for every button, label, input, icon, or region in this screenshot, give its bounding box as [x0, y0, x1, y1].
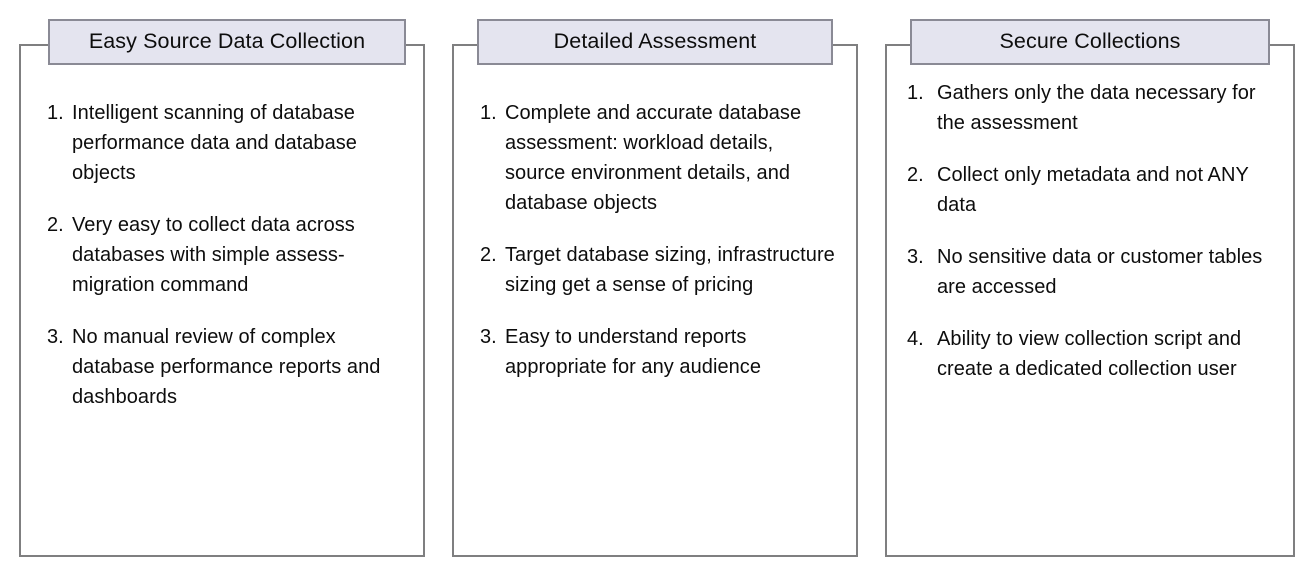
list-item: 3. No manual review of complex database … [19, 322, 425, 412]
panel-easy-source-data-collection [19, 44, 425, 557]
panel-title-1: Easy Source Data Collection [88, 29, 366, 54]
list-item-text: Collect only metadata and not ANY data [937, 164, 1249, 216]
panel-list-2: 1. Complete and accurate database assess… [452, 98, 858, 382]
list-item: 2. Target database sizing, infrastructur… [452, 240, 858, 300]
list-item-marker: 2. [907, 164, 924, 186]
panel-title-3: Secure Collections [999, 29, 1181, 54]
list-item: 1. Intelligent scanning of database perf… [19, 98, 425, 188]
panel-header-tab-2: Detailed Assessment [477, 19, 833, 65]
list-item-text: Ability to view collection script and cr… [937, 328, 1242, 380]
panel-body-1: 1. Intelligent scanning of database perf… [19, 98, 425, 412]
list-item: 2. Very easy to collect data across data… [19, 210, 425, 300]
list-item-marker: 3. [47, 326, 64, 348]
list-item: 2. Collect only metadata and not ANY dat… [885, 160, 1295, 220]
list-item: 3. Easy to understand reports appropriat… [452, 322, 858, 382]
list-item: 1. Gathers only the data necessary for t… [885, 78, 1295, 138]
list-item-marker: 2. [480, 244, 497, 266]
panel-header-tab-3: Secure Collections [910, 19, 1270, 65]
panel-secure-collections [885, 44, 1295, 557]
list-item-marker: 3. [480, 326, 497, 348]
list-item-marker: 1. [907, 82, 924, 104]
panel-body-2: 1. Complete and accurate database assess… [452, 98, 858, 382]
list-item-marker: 3. [907, 246, 924, 268]
list-item-text: Intelligent scanning of database perform… [72, 102, 357, 184]
panel-list-3: 1. Gathers only the data necessary for t… [885, 78, 1295, 384]
list-item-text: No sensitive data or customer tables are… [937, 246, 1263, 298]
panel-header-tab-1: Easy Source Data Collection [48, 19, 406, 65]
panel-detailed-assessment [452, 44, 858, 557]
list-item: 4. Ability to view collection script and… [885, 324, 1295, 384]
list-item-marker: 2. [47, 214, 64, 236]
list-item-text: Target database sizing, infrastructure s… [505, 244, 835, 296]
list-item: 3. No sensitive data or customer tables … [885, 242, 1295, 302]
list-item-text: No manual review of complex database per… [72, 326, 381, 408]
list-item-text: Very easy to collect data across databas… [72, 214, 355, 296]
list-item-marker: 1. [47, 102, 64, 124]
list-item-text: Easy to understand reports appropriate f… [505, 326, 762, 378]
panel-title-2: Detailed Assessment [553, 29, 757, 54]
list-item-text: Complete and accurate database assessmen… [505, 102, 802, 214]
panel-body-3: 1. Gathers only the data necessary for t… [885, 78, 1295, 406]
list-item-marker: 1. [480, 102, 497, 124]
list-item-marker: 4. [907, 328, 924, 350]
list-item-text: Gathers only the data necessary for the … [937, 82, 1256, 134]
panel-list-1: 1. Intelligent scanning of database perf… [19, 98, 425, 412]
list-item: 1. Complete and accurate database assess… [452, 98, 858, 218]
